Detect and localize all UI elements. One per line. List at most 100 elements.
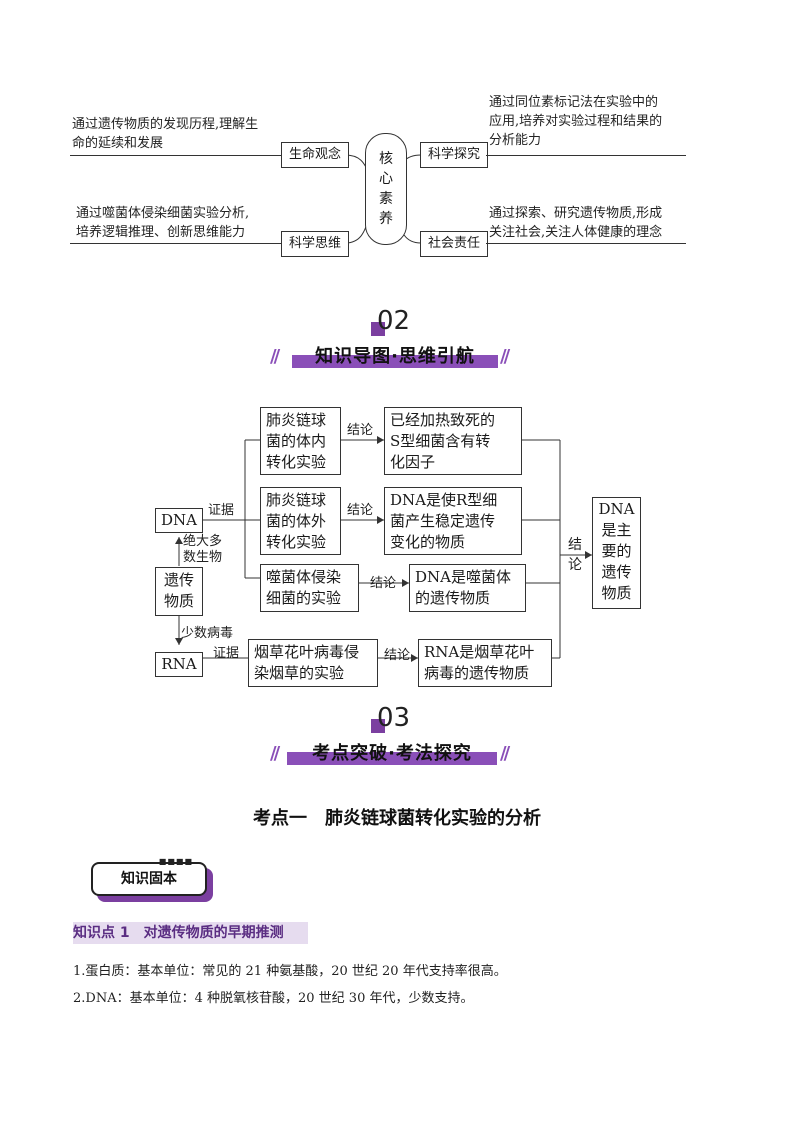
evidence-label: 证据	[213, 646, 240, 661]
box-line: 菌产生稳定遗传	[390, 512, 496, 530]
result-box: DNA是噬菌体 的遗传物质	[409, 564, 526, 612]
box-line: 噬菌体侵染	[266, 568, 342, 586]
line-bl	[70, 243, 282, 244]
rna-box: RNA	[155, 652, 203, 677]
section-3-number: 03	[371, 703, 411, 733]
section-2-title: 知识导图·思维引航	[315, 346, 475, 367]
box-line: 物质	[163, 592, 194, 610]
conclusion-label: 结论	[347, 423, 374, 438]
box-line: 细菌的实验	[266, 589, 342, 607]
dna-box: DNA	[155, 508, 203, 533]
node-scientific-inquiry: 科学探究	[420, 142, 488, 168]
node-scientific-thinking: 科学思维	[281, 231, 349, 257]
conclusion-label: 结论	[347, 503, 374, 518]
line-tr	[486, 155, 686, 156]
label-line: 绝大多	[183, 534, 223, 549]
title-highlight	[73, 922, 308, 944]
box-line: 病毒的遗传物质	[424, 664, 530, 682]
box-line: 肺炎链球	[266, 491, 327, 509]
desc-line: 培养逻辑推理、创新思维能力	[76, 225, 246, 240]
node-social-responsibility: 社会责任	[420, 231, 488, 257]
section-number: 02	[377, 306, 411, 336]
knowledge-point-text: 知识点 1 对遗传物质的早期推测	[73, 925, 284, 941]
decor-slash-left: //	[270, 743, 280, 764]
knowledge-tag: 知识固本 ■■■■	[91, 857, 213, 902]
box-line: 遗传	[601, 563, 632, 581]
section-marker	[371, 322, 385, 336]
rna-result-box: RNA是烟草花叶 病毒的遗传物质	[418, 639, 552, 687]
desc-life-concept: 通过遗传物质的发现历程,理解生 命的延续和发展	[72, 115, 287, 153]
box-line: 要的	[601, 542, 632, 560]
box-line: DNA是噬菌体	[415, 568, 511, 586]
box-line: 菌的体内	[266, 432, 327, 450]
banner-bar	[292, 355, 498, 368]
label-char: 论	[568, 557, 582, 573]
box-line: 遗传	[163, 571, 194, 589]
box-line: S型细菌含有转	[390, 432, 491, 450]
desc-scientific-inquiry: 通过同位素标记法在实验中的 应用,培养对实验过程和结果的 分析能力	[489, 93, 689, 150]
desc-social-responsibility: 通过探索、研究遗传物质,形成 关注社会,关注人体健康的理念	[489, 204, 699, 242]
few-viruses-label: 少数病毒	[181, 626, 234, 641]
section-number: 03	[377, 703, 411, 733]
section-3-title: 考点突破·考法探究	[312, 743, 472, 764]
desc-line: 通过探索、研究遗传物质,形成	[489, 206, 663, 221]
decor-slash-left: //	[270, 346, 280, 367]
desc-line: 通过同位素标记法在实验中的	[489, 95, 659, 110]
center-char: 心	[379, 171, 393, 187]
banner-bar	[287, 752, 497, 765]
desc-line: 分析能力	[489, 133, 542, 148]
box-line: 变化的物质	[390, 533, 466, 551]
desc-line: 命的延续和发展	[72, 136, 164, 151]
box-line: 转化实验	[266, 533, 327, 551]
desc-line: 通过遗传物质的发现历程,理解生	[72, 117, 259, 132]
section-2-number: 02	[371, 306, 411, 336]
experiment-box: 肺炎链球 菌的体外 转化实验	[260, 487, 341, 555]
decor-slash-right: //	[500, 346, 510, 367]
line-br	[486, 243, 686, 244]
paragraph: 2.DNA：基本单位：4 种脱氧核苷酸，20 世纪 30 年代，少数支持。	[73, 991, 474, 1006]
box-line: 转化实验	[266, 453, 327, 471]
tag-face: 知识固本	[91, 862, 207, 896]
desc-scientific-thinking: 通过噬菌体侵染细菌实验分析, 培养逻辑推理、创新思维能力	[76, 204, 291, 242]
section-2-banner: 知识导图·思维引航	[292, 344, 498, 368]
paragraph: 1.蛋白质：基本单位：常见的 21 种氨基酸，20 世纪 20 年代支持率很高。	[73, 964, 507, 979]
experiment-box: 噬菌体侵染 细菌的实验	[260, 564, 359, 612]
label-char: 结	[568, 537, 582, 553]
box-line: 已经加热致死的	[390, 411, 496, 429]
box-line: 物质	[601, 584, 632, 602]
desc-line: 关注社会,关注人体健康的理念	[489, 225, 663, 240]
label-line: 数生物	[183, 550, 223, 565]
most-organisms-label: 绝大多 数生物	[183, 534, 222, 566]
box-line: 是主	[601, 521, 632, 539]
conclusion-label: 结论	[370, 576, 397, 591]
genetic-material-box: 遗传 物质	[155, 567, 203, 616]
center-char: 核	[379, 151, 393, 167]
evidence-label: 证据	[208, 503, 235, 518]
exam-point-title: 考点一 肺炎链球菌转化实验的分析	[253, 808, 541, 829]
final-conclusion-box: DNA 是主 要的 遗传 物质	[592, 497, 641, 609]
rna-experiment-box: 烟草花叶病毒侵 染烟草的实验	[248, 639, 378, 687]
box-line: 肺炎链球	[266, 411, 327, 429]
experiment-box: 肺炎链球 菌的体内 转化实验	[260, 407, 341, 475]
section-marker	[371, 719, 385, 733]
center-char: 素	[379, 191, 393, 207]
section-3-banner: 考点突破·考法探究	[287, 741, 497, 765]
box-line: 染烟草的实验	[254, 664, 345, 682]
box-line: DNA是使R型细	[390, 491, 498, 509]
desc-line: 应用,培养对实验过程和结果的	[489, 114, 663, 129]
core-literacy-center: 核 心 素 养	[365, 133, 407, 245]
box-line: 烟草花叶病毒侵	[254, 643, 360, 661]
conclusion-vertical-label: 结 论	[568, 535, 582, 575]
result-box: DNA是使R型细 菌产生稳定遗传 变化的物质	[384, 487, 522, 555]
node-life-concept: 生命观念	[281, 142, 349, 168]
center-char: 养	[379, 211, 393, 227]
desc-line: 通过噬菌体侵染细菌实验分析,	[76, 206, 250, 221]
concept-map-connectors	[175, 436, 592, 662]
conclusion-label: 结论	[384, 648, 411, 663]
tag-dots-icon: ■■■■	[158, 857, 193, 866]
box-line: 化因子	[390, 453, 436, 471]
box-line: DNA	[598, 500, 635, 518]
line-tl	[70, 155, 282, 156]
knowledge-point-title: 知识点 1 对遗传物质的早期推测	[73, 922, 308, 944]
box-line: RNA是烟草花叶	[424, 643, 535, 661]
